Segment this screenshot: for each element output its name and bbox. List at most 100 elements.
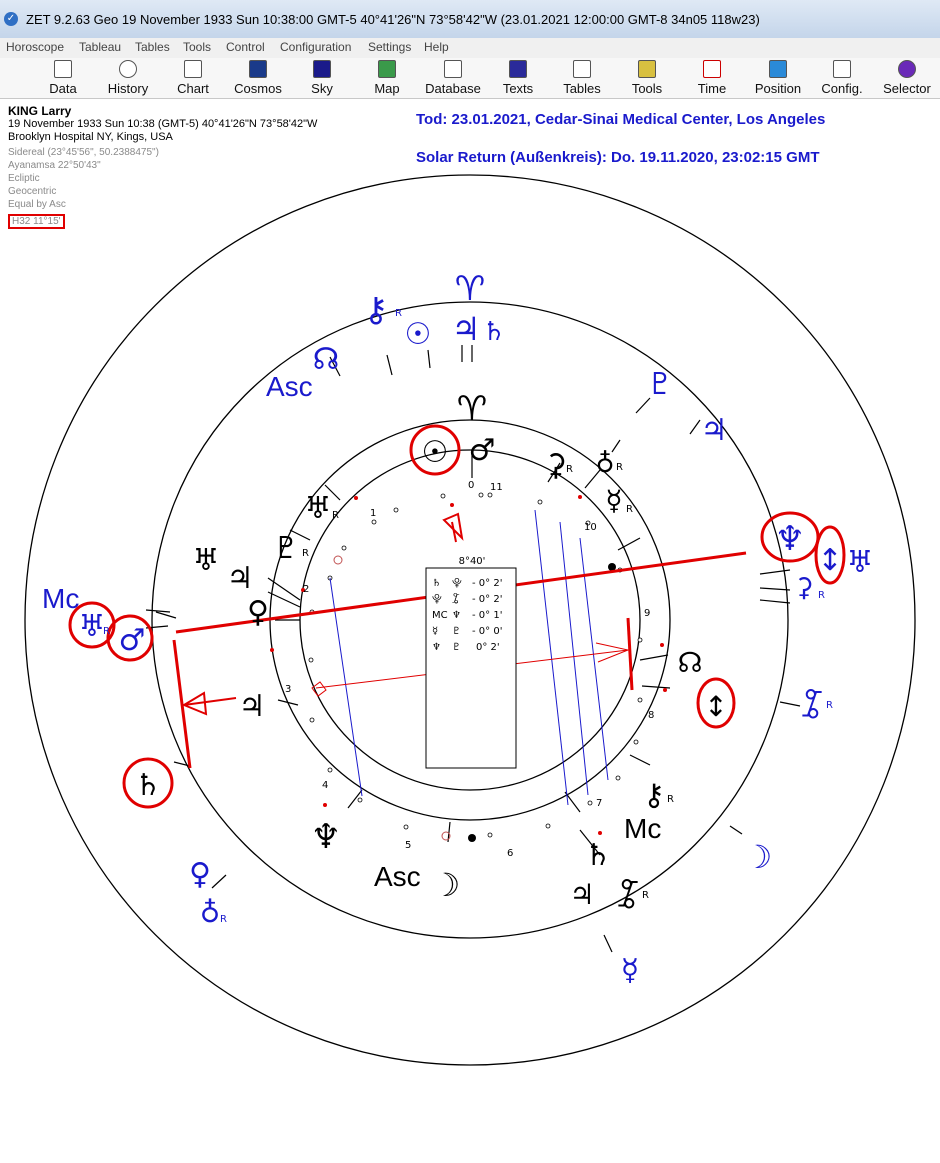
sun-icon: ☉ [405,317,432,352]
svg-text:⯙: ⯙ [452,593,460,605]
menu-bar: Horoscope Tableau Tables Tools Control C… [0,38,940,59]
retro-marker: R [302,548,309,559]
tables-button[interactable]: Tables [560,60,604,96]
house-number: 3 [285,684,291,695]
mercury-icon: ☿ [621,953,639,988]
menu-tables[interactable]: Tables [135,40,170,54]
north-node-icon-inner: ☊ [678,646,703,679]
house-number: 9 [644,608,650,619]
history-button[interactable]: History [104,60,152,96]
svg-text:- 0° 2': - 0° 2' [472,594,502,605]
geocentric-text: Geocentric [8,186,57,197]
database-button[interactable]: Database [421,60,485,96]
retro-marker: R [566,464,573,475]
chart-info: KING Larry 19 November 1933 Sun 10:38 (G… [8,104,317,229]
texts-button[interactable]: Texts [499,60,537,96]
cosmos-icon [249,60,267,78]
position-button[interactable]: Position [752,60,804,96]
menu-configuration[interactable]: Configuration [280,40,352,54]
time-button[interactable]: Time [695,60,729,96]
data-button[interactable]: Data [45,60,81,96]
pluto-icon-inner: ♇ [273,531,300,566]
svg-text:♄: ♄ [432,578,441,589]
outer-mc-label: Mc [42,583,79,614]
vulcanus-icon-inner: ⯙ [617,878,638,911]
native-name: KING Larry [8,104,72,118]
house-number: 11 [490,482,503,493]
retro-marker: R [332,510,339,521]
ring-marker [333,555,343,565]
tools-icon [638,60,656,78]
selector-button[interactable]: Selector [880,60,934,96]
middle-ring [151,301,789,939]
house-number: 2 [303,584,309,595]
equal-text: Equal by Asc [8,199,66,210]
natal-marker-dot [608,563,616,571]
chiron-icon: ⚷ [364,290,389,330]
retro-marker: R [818,590,825,601]
inner-asc-label: Asc [374,861,421,892]
menu-tools[interactable]: Tools [183,40,212,54]
chiron-icon-inner: ⚷ [643,778,665,813]
house-number: 7 [596,798,602,809]
selector-icon [898,60,916,78]
window-title: ZET 9.2.63 Geo 19 November 1933 Sun 10:3… [26,12,760,27]
tools-button[interactable]: Tools [628,60,666,96]
highlight-circles [68,424,846,809]
outer-ring [24,174,916,1066]
jupiter-icon-inner: ♃ [239,689,266,724]
h32-text: H32 11°15' [8,214,65,229]
ceres-icon: ⚳ [794,573,813,603]
config-button[interactable]: Config. [820,60,864,96]
svg-text:⯓: ⯓ [432,594,442,605]
aspect-lines [329,509,609,806]
map-icon [378,60,396,78]
native-datetime: 19 November 1933 Sun 10:38 (GMT-5) 40°41… [8,118,318,130]
neptune-icon-inner: ♆ [311,817,341,857]
house-number: 4 [322,780,328,791]
moon-icon-inner: ☽ [432,866,461,904]
svg-text:MC: MC [432,610,448,621]
time-icon [703,60,721,78]
saturn-icon-inner: ♄ [135,768,162,803]
aspect-box-header: 8°40' [459,556,486,567]
pluto-icon: ♇ [647,367,674,402]
retro-marker: R [826,700,833,711]
app-icon: ✓ [4,12,18,26]
chart-icon [184,60,202,78]
death-note: Tod: 23.01.2021, Cedar-Sinai Medical Cen… [416,111,826,128]
menu-tableau[interactable]: Tableau [79,40,122,54]
saturn-icon: ♄ [482,317,505,347]
aspect-box: 8°40' ♄ ⯓ - 0° 2' ⯓ ⯙ - 0° 2' MC ♆ - 0° … [425,556,517,769]
uranus-icon-inner-2: ♅ [193,543,220,578]
hades-icon: ♃ [701,413,728,448]
retro-marker: R [395,308,402,319]
svg-text:- 0° 0': - 0° 0' [472,626,502,637]
toolbar: Data History Chart Cosmos Sky Map Databa… [0,58,940,99]
mars-icon: ♂ [119,623,146,658]
cosmos-button[interactable]: Cosmos [231,60,285,96]
menu-help[interactable]: Help [424,40,449,54]
sky-button[interactable]: Sky [307,60,337,96]
map-button[interactable]: Map [371,60,403,96]
retro-marker: R [616,462,623,473]
svg-text:☿: ☿ [432,626,438,637]
svg-text:♇: ♇ [452,642,461,653]
house-number: 1 [370,508,376,519]
ring-marker-2 [441,831,451,841]
tables-icon [573,60,591,78]
hades-icon-inner: ♃ [227,561,254,596]
venus-icon-inner: ♀ [247,595,269,630]
title-bar: ✓ ZET 9.2.63 Geo 19 November 1933 Sun 10… [0,0,940,39]
menu-control[interactable]: Control [226,40,265,54]
earth-icon-inner: ♁ [595,449,614,479]
kronos-icon-inner: ↕ [704,690,727,723]
menu-settings[interactable]: Settings [368,40,412,54]
svg-text:♆: ♆ [432,642,441,653]
earth-icon: ♁ [200,896,221,929]
chart-button[interactable]: Chart [175,60,211,96]
texts-icon [509,60,527,78]
retro-marker: R [103,626,110,637]
menu-horoscope[interactable]: Horoscope [6,40,65,54]
